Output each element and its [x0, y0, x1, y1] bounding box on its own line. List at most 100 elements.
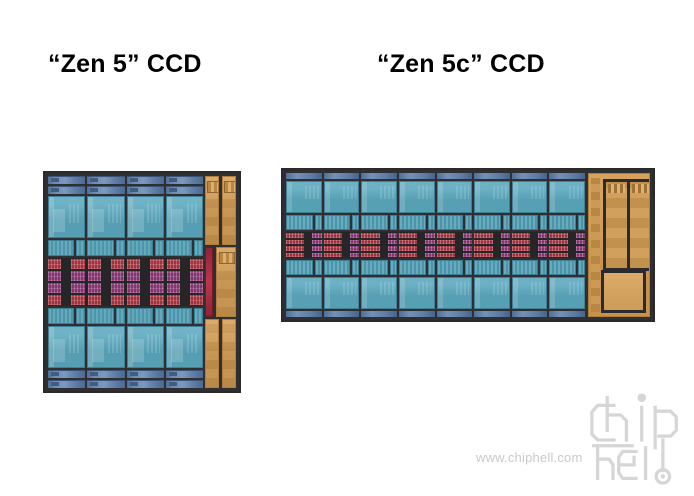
zen5c-cache-gap — [344, 246, 348, 251]
zen5c-subblock — [502, 260, 510, 275]
zen5c-cache-row — [549, 233, 585, 238]
zen5-core-subblocks — [126, 308, 164, 324]
zen5c-cache-unit — [511, 252, 531, 257]
zen5c-cache-unit — [575, 233, 585, 238]
zen5c-cache-unit — [398, 246, 418, 251]
zen5c-cache-unit — [350, 233, 360, 238]
zen5c-subblock — [540, 215, 548, 230]
zen5c-cache-row — [398, 239, 435, 244]
zen5c-subblock — [398, 215, 426, 230]
zen5-core-block — [87, 326, 125, 368]
zen5c-cache-gap — [457, 233, 461, 238]
zen5c-core-block — [398, 181, 435, 213]
zen5-io-block — [205, 318, 219, 388]
zen5c-core-column — [398, 173, 435, 317]
zen5c-subblock — [389, 260, 397, 275]
zen5c-subblock — [323, 215, 351, 230]
zen5c-cache-row — [398, 233, 435, 238]
zen5c-subblock — [511, 260, 539, 275]
zen5c-cache-row — [511, 239, 548, 244]
zen5-cache-row — [48, 271, 203, 281]
zen5c-cache-unit — [500, 239, 510, 244]
zen5-cache-unit — [150, 283, 164, 293]
zen5c-core-block — [549, 277, 585, 309]
zen5c-core-subblocks — [361, 215, 397, 230]
zen5-cache-unit — [48, 259, 62, 269]
zen5c-cache-unit — [323, 233, 343, 238]
zen5-core-block — [48, 196, 86, 238]
zen5-io-notch — [224, 181, 235, 193]
zen5c-cache-unit — [286, 233, 305, 238]
zen5c-l3-cache — [511, 232, 548, 258]
zen5-cache-unit — [71, 283, 85, 293]
zen5c-core-block — [474, 277, 510, 309]
zen5c-cache-gap — [532, 246, 536, 251]
zen5c-io-bar — [398, 173, 435, 179]
zen5-io-block — [222, 318, 236, 388]
zen5c-io-bar — [398, 311, 435, 317]
zen5c-cache-unit — [361, 233, 380, 238]
zen5c-cache-gap — [457, 253, 461, 258]
zen5c-core-block — [286, 181, 322, 213]
zen5c-cache-unit — [511, 239, 531, 244]
zen5c-core-column — [549, 173, 585, 317]
zen5c-cache-row — [361, 252, 397, 258]
zen5-cache-unit — [87, 259, 101, 269]
zen5c-cache-row — [436, 252, 473, 258]
zen5-cache-unit — [150, 295, 164, 305]
zen5c-cache-unit — [462, 252, 473, 257]
zen5-cache-cell — [127, 295, 164, 305]
zen5-io-bar — [165, 176, 203, 184]
zen5c-cache-gap — [306, 246, 310, 251]
zen5c-core-subblocks — [361, 260, 397, 275]
zen5c-cache-unit — [350, 239, 360, 244]
zen5c-core-block — [474, 181, 510, 213]
zen5c-cache-gap — [570, 246, 574, 251]
zen5c-subblock — [511, 215, 539, 230]
zen5-core-subblocks — [48, 240, 86, 256]
zen5c-cache-unit — [500, 246, 510, 251]
zen5-subblock — [87, 240, 114, 256]
zen5-cache-unit — [189, 283, 203, 293]
zen5-cache-unit — [71, 295, 85, 305]
zen5-io-block — [205, 176, 219, 246]
zen5-cache-cell — [48, 295, 85, 305]
zen5c-cache-unit — [398, 233, 418, 238]
zen5c-cache-row — [549, 239, 585, 244]
zen5-io-region — [205, 176, 236, 388]
zen5c-cache-gap — [382, 240, 386, 245]
zen5-core-block — [165, 326, 203, 368]
zen5c-cache-gap — [382, 253, 386, 258]
zen5c-io-notch — [608, 184, 625, 193]
zen5-cache-unit — [150, 271, 164, 281]
zen5-cache-cell — [166, 283, 203, 293]
zen5c-cache-gap — [457, 240, 461, 245]
watermark-url: www.chiphell.com — [476, 450, 583, 465]
zen5-core-column — [87, 176, 125, 256]
zen5-core-column — [87, 308, 125, 388]
zen5c-cache-unit — [312, 252, 322, 257]
zen5c-core-subblocks — [511, 260, 548, 275]
zen5c-io-bar — [511, 311, 548, 317]
zen5c-cache-row — [286, 239, 322, 244]
zen5-core-column — [165, 308, 203, 388]
zen5-subblock — [194, 308, 203, 324]
zen5-cache-unit — [110, 271, 124, 281]
zen5c-cache-unit — [361, 239, 380, 244]
zen5-cache-row — [48, 259, 203, 269]
zen5c-core-column — [286, 173, 322, 317]
zen5c-io-bar — [361, 173, 397, 179]
zen5-cache-gap — [63, 271, 69, 281]
zen5-io-bar — [126, 186, 164, 194]
zen5-core-block — [87, 196, 125, 238]
zen5c-subblock — [352, 215, 360, 230]
zen5c-cache-row — [474, 239, 510, 244]
zen5-core-block — [48, 326, 86, 368]
zen5c-cache-unit — [462, 239, 473, 244]
zen5c-cache-unit — [425, 239, 435, 244]
zen5-cache-unit — [110, 283, 124, 293]
zen5-cache-gap — [182, 271, 188, 281]
zen5-cache-gap — [63, 283, 69, 293]
zen5-cache-cell — [127, 271, 164, 281]
zen5c-cache-unit — [425, 252, 435, 257]
